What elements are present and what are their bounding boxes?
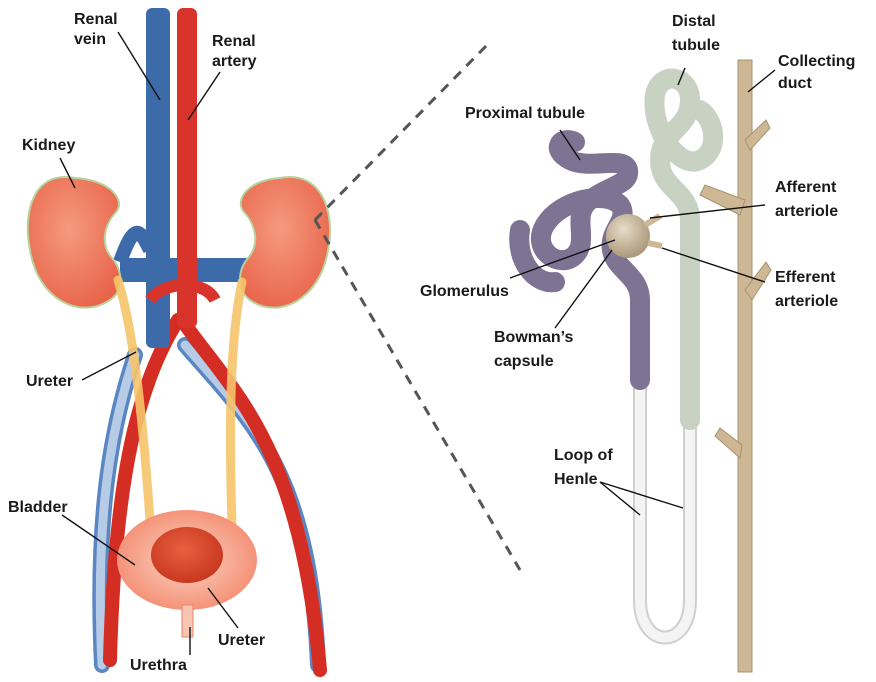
label-collecting-duct-line2: duct [778,75,812,92]
distal-tubule [654,79,713,420]
label-renal-artery-line2: artery [212,53,257,70]
label-renal-artery-line1: Renal [212,33,256,50]
label-renal-artery: Renal artery [212,33,260,70]
label-efferent-line1: Efferent [775,269,836,286]
label-efferent-line2: arteriole [775,293,838,310]
kidney-right [240,177,330,308]
zoom-lines [315,44,520,570]
label-loop-of-henle: Loop of Henle [554,447,617,488]
label-bowmans-line1: Bowman’s [494,329,574,346]
label-loop-line1: Loop of [554,447,613,464]
label-urethra: Urethra [130,657,187,674]
label-ureter-bottom: Ureter [218,632,265,649]
label-renal-vein-line2: vein [74,31,106,48]
label-efferent-arteriole: Efferent arteriole [775,269,840,310]
label-glomerulus: Glomerulus [420,283,509,300]
label-renal-vein: Renal vein [74,11,122,48]
bladder [117,510,257,637]
label-bowmans-line2: capsule [494,353,554,370]
label-ureter-left: Ureter [26,373,73,390]
label-collecting-duct: Collecting duct [778,53,860,92]
label-afferent-line2: arteriole [775,203,838,220]
label-loop-line2: Henle [554,471,598,488]
kidney-left [28,177,121,308]
label-distal-tubule: Distal tubule [672,13,720,54]
label-bladder: Bladder [8,499,68,516]
label-proximal-tubule: Proximal tubule [465,105,585,122]
label-afferent-arteriole: Afferent arteriole [775,179,841,220]
label-distal-tubule-line1: Distal [672,13,716,30]
label-bowmans-capsule: Bowman’s capsule [494,329,578,370]
label-renal-vein-line1: Renal [74,11,118,28]
label-distal-tubule-line2: tubule [672,37,720,54]
label-collecting-duct-line1: Collecting [778,53,855,70]
label-afferent-line1: Afferent [775,179,837,196]
glomerulus [606,214,662,258]
artery-branches [110,320,320,670]
label-kidney: Kidney [22,137,75,154]
